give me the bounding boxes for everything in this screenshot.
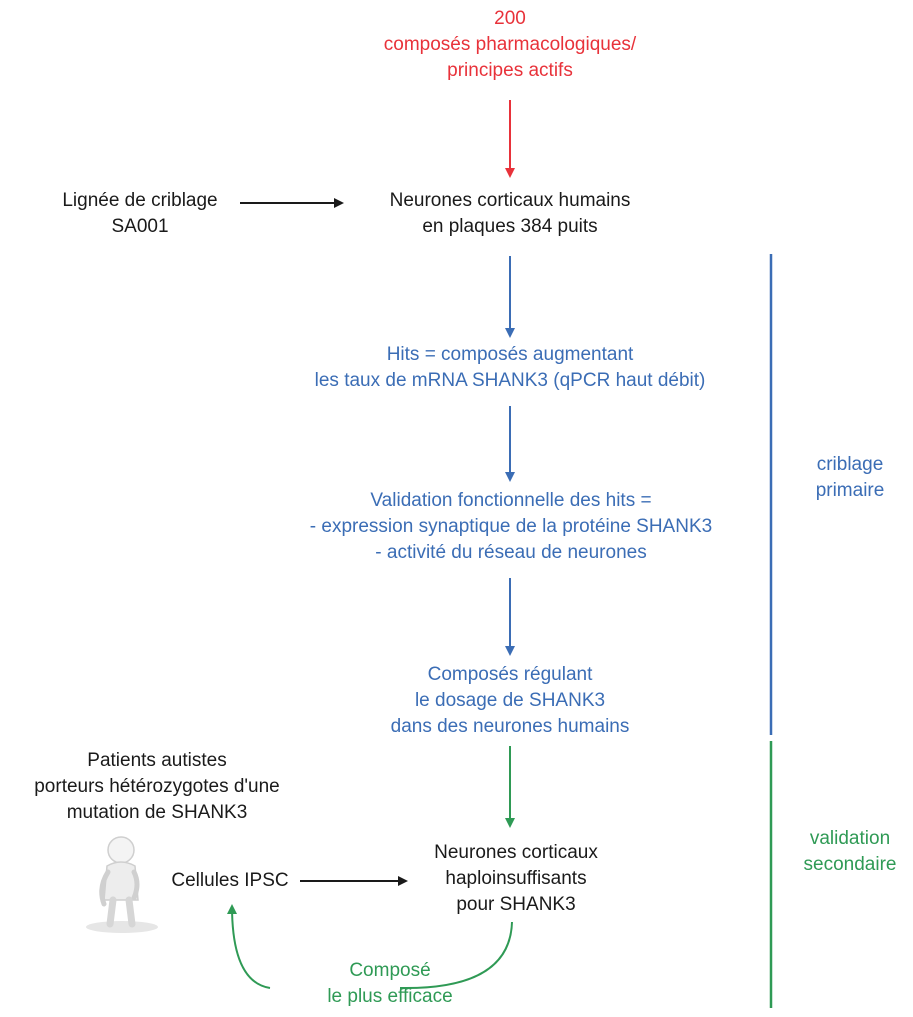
compounds-line1: composés pharmacologiques/: [383, 34, 637, 55]
regulating-compounds-label: Composés régulant le dosage de SHANK3 da…: [360, 662, 660, 740]
functional-validation-line3: - activité du réseau de neurones: [375, 542, 647, 563]
regulating-compounds-line1: Composés régulant: [427, 664, 593, 685]
regulating-compounds-line2: le dosage de SHANK3: [414, 690, 606, 711]
cortical-neurons-line1: Neurones corticaux humains: [389, 190, 631, 211]
cortical-neurons-label: Neurones corticaux humains en plaques 38…: [350, 188, 670, 240]
functional-validation-label: Validation fonctionnelle des hits = - ex…: [256, 488, 766, 566]
haplo-neurons-line2: haploinsuffisants: [445, 868, 587, 889]
hits-line2: les taux de mRNA SHANK3 (qPCR haut débit…: [314, 370, 706, 391]
best-compound-label: Composé le plus efficace: [290, 958, 490, 1010]
best-compound-line1: Composé: [349, 960, 431, 981]
best-compound-line2: le plus efficace: [327, 986, 453, 1007]
functional-validation-line2: - expression synaptique de la protéine S…: [309, 516, 713, 537]
ipsc-label: Cellules IPSC: [160, 868, 300, 894]
haplo-neurons-line1: Neurones corticaux: [434, 842, 598, 863]
compounds-label: 200 composés pharmacologiques/ principes…: [330, 6, 690, 84]
cortical-neurons-line2: en plaques 384 puits: [422, 216, 598, 237]
phase-primary-line2: primaire: [815, 480, 885, 501]
haplo-neurons-line3: pour SHANK3: [456, 894, 576, 915]
hits-line1: Hits = composés augmentant: [386, 344, 634, 365]
functional-validation-line1: Validation fonctionnelle des hits =: [370, 490, 652, 511]
phase-secondary-line1: validation: [809, 828, 891, 849]
phase-primary-label: criblage primaire: [790, 452, 910, 504]
person-figure-icon: [86, 836, 158, 933]
patients-line1: Patients autistes: [87, 750, 227, 771]
phase-secondary-label: validation secondaire: [790, 826, 910, 878]
phase-primary-line1: criblage: [816, 454, 884, 475]
screening-line-line2: SA001: [111, 216, 169, 237]
patients-label: Patients autistes porteurs hétérozygotes…: [0, 748, 314, 826]
compounds-count: 200: [494, 8, 526, 29]
hits-label: Hits = composés augmentant les taux de m…: [270, 342, 750, 394]
compounds-line2: principes actifs: [447, 60, 573, 81]
ipsc-text: Cellules IPSC: [171, 870, 289, 891]
arrow-feedback-curve: [232, 906, 513, 990]
screening-line-label: Lignée de criblage SA001: [40, 188, 240, 240]
patients-line3: mutation de SHANK3: [66, 802, 248, 823]
regulating-compounds-line3: dans des neurones humains: [390, 716, 630, 737]
haplo-neurons-label: Neurones corticaux haploinsuffisants pou…: [396, 840, 636, 918]
screening-line-line1: Lignée de criblage: [62, 190, 218, 211]
patients-line2: porteurs hétérozygotes d'une: [34, 776, 280, 797]
phase-secondary-line2: secondaire: [803, 854, 897, 875]
